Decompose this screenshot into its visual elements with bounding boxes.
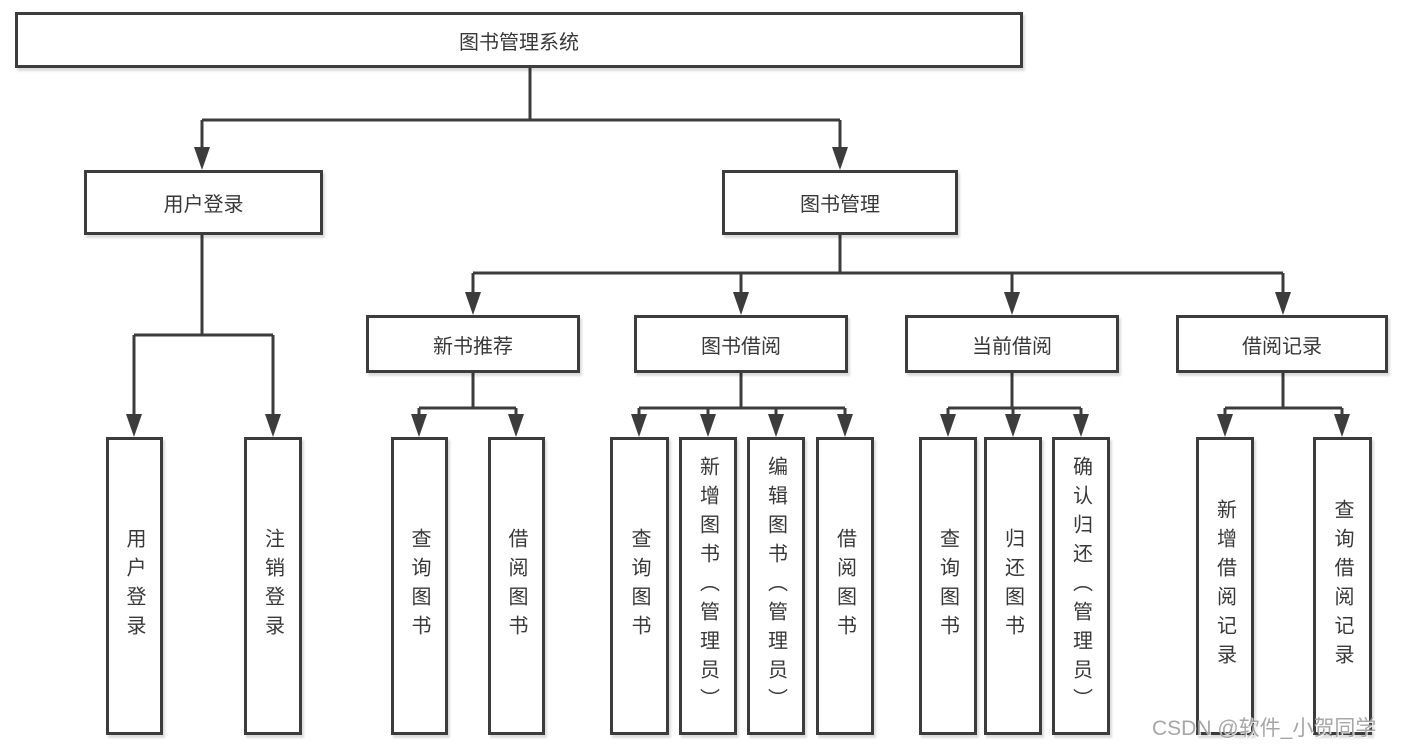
leaf-query-books-borrowing: 查询图书 (610, 437, 669, 735)
leaf-query-books-recommend: 查询图书 (391, 437, 448, 735)
leaf-return-books: 归还图书 (984, 437, 1042, 735)
leaf-borrow-books-recommend: 借阅图书 (488, 437, 545, 735)
leaf-borrow-books: 借阅图书 (816, 437, 874, 735)
leaf-query-books-current: 查询图书 (919, 437, 977, 735)
node-borrow-records: 借阅记录 (1176, 315, 1388, 373)
node-system-root: 图书管理系统 (15, 12, 1023, 68)
arrowheads (126, 147, 1350, 437)
leaf-add-borrow-record: 新增借阅记录 (1196, 437, 1254, 735)
leaf-confirm-return-admin: 确认归还（管理员） (1052, 437, 1110, 735)
leaf-logout: 注销登录 (244, 437, 302, 735)
node-book-management: 图书管理 (722, 170, 958, 235)
node-current-borrowing: 当前借阅 (905, 315, 1119, 373)
leaf-add-books-admin: 新增图书（管理员） (679, 437, 737, 735)
leaf-user-login: 用户登录 (106, 437, 163, 735)
csdn-watermark: CSDN @软件_小贺同学 (1152, 717, 1377, 740)
node-new-book-recommend: 新书推荐 (366, 315, 580, 373)
node-user-login: 用户登录 (84, 170, 323, 235)
leaf-edit-books-admin: 编辑图书（管理员） (747, 437, 805, 735)
leaf-query-borrow-record: 查询借阅记录 (1313, 437, 1372, 735)
node-book-borrowing: 图书借阅 (634, 315, 848, 373)
